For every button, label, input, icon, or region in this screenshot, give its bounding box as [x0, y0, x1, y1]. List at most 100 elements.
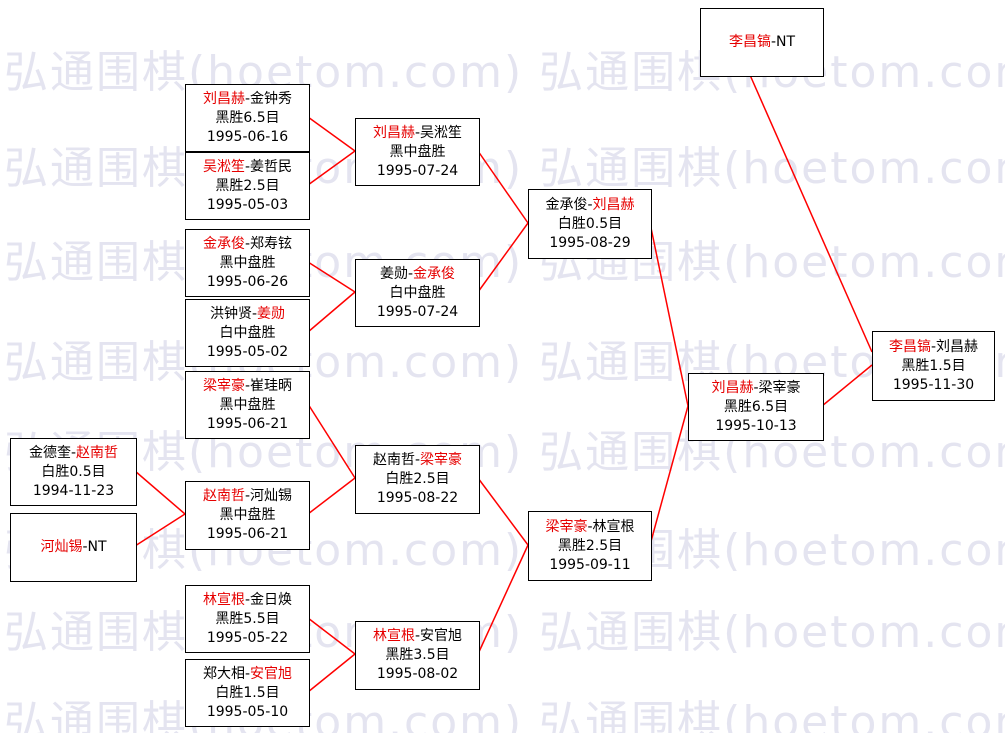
- opponent-name: -刘昌赫: [930, 338, 979, 355]
- connector-line: [307, 291, 356, 333]
- match-box-r2-liu-vs-wu[interactable]: 刘昌赫-吴淞笙 黑中盘胜 1995-07-24: [355, 118, 480, 186]
- opponent-name: -崔珪昞: [244, 377, 293, 394]
- connector-line: [134, 470, 186, 515]
- match-date: 1995-11-30: [892, 376, 975, 393]
- match-box-hongzhongxian-vs-jiangxun[interactable]: 洪钟贤-姜勋 白中盘胜 1995-05-02: [185, 299, 310, 367]
- match-box-zhaonanzhe-vs-hecanxi[interactable]: 赵南哲-河灿锡 黑中盘胜 1995-06-21: [185, 481, 310, 550]
- opponent-name: 赵南哲-: [372, 452, 421, 468]
- match-players: 林宣根-安官旭: [373, 627, 462, 646]
- connector-line: [307, 261, 356, 293]
- match-date: 1995-08-22: [376, 490, 459, 506]
- winner-name: 吴淞笙: [202, 158, 245, 175]
- watermark-text: 弘通围棋(hoetom.com) 弘通围棋(hoetom.com) 弘通围棋(h…: [4, 143, 1005, 194]
- opponent-name: 郑大相-: [202, 665, 251, 682]
- match-date: 1995-06-26: [206, 273, 289, 290]
- match-date: 1995-10-13: [715, 417, 797, 434]
- winner-name: 河灿锡: [40, 539, 83, 555]
- match-date: 1995-05-02: [206, 343, 289, 360]
- match-date: 1995-05-10: [206, 703, 289, 720]
- match-result: 黑胜6.5目: [723, 398, 789, 415]
- watermark-text: 弘通围棋(hoetom.com) 弘通围棋(hoetom.com) 弘通围棋(h…: [4, 697, 1005, 733]
- match-box-lee-changho-bye[interactable]: 李昌镐-NT: [700, 8, 824, 77]
- match-players: 洪钟贤-姜勋: [210, 305, 285, 324]
- opponent-name: -安官旭: [414, 628, 463, 644]
- watermark-text: 弘通围棋(hoetom.com) 弘通围棋(hoetom.com) 弘通围棋(h…: [4, 525, 1005, 576]
- match-box-r2-zhaonanzhe-vs-liangzaihao[interactable]: 赵南哲-梁宰豪 白胜2.5目 1995-08-22: [355, 445, 480, 514]
- match-box-sf-liu-vs-liangzaihao[interactable]: 刘昌赫-梁宰豪 黑胜6.5目 1995-10-13: [688, 373, 824, 441]
- match-result: 黑中盘胜: [219, 254, 276, 271]
- watermark-text: 弘通围棋(hoetom.com) 弘通围棋(hoetom.com) 弘通围棋(h…: [4, 237, 1005, 288]
- match-box-final-leechangho-vs-liu[interactable]: 李昌镐-刘昌赫 黑胜1.5目 1995-11-30: [872, 331, 995, 401]
- opponent-name: -吴淞笙: [414, 124, 463, 141]
- watermark-text: 弘通围棋(hoetom.com) 弘通围棋(hoetom.com) 弘通围棋(h…: [4, 337, 1005, 388]
- connector-line: [307, 617, 356, 655]
- opponent-name: -郑寿铉: [244, 235, 293, 252]
- connector-line: [307, 116, 356, 152]
- match-result: 白胜2.5目: [385, 471, 450, 487]
- opponent-name: -金日焕: [244, 591, 293, 608]
- winner-name: 金承俊: [413, 265, 456, 282]
- winner-name: 刘昌赫: [592, 196, 635, 213]
- opponent-name: -NT: [770, 34, 796, 50]
- match-box-r3-jinchengjun-vs-liu[interactable]: 金承俊-刘昌赫 白胜0.5目 1995-08-29: [528, 189, 652, 259]
- match-box-wu-vs-jiangzhemin[interactable]: 吴淞笙-姜哲民 黑胜2.5目 1995-05-03: [185, 152, 310, 220]
- connector-line: [749, 74, 873, 353]
- match-date: 1995-06-21: [206, 526, 289, 542]
- opponent-name: 金德奎-: [28, 444, 77, 461]
- match-players: 赵南哲-河灿锡: [203, 487, 292, 506]
- connector-line: [477, 544, 529, 655]
- connector-line: [307, 403, 356, 479]
- match-result: 黑中盘胜: [219, 507, 276, 523]
- match-date: 1995-07-24: [376, 303, 459, 320]
- match-players: 吴淞笙-姜哲民: [203, 158, 292, 177]
- match-result: 白胜0.5目: [41, 463, 106, 480]
- connector-line: [307, 653, 356, 693]
- match-box-zhengdaxiang-vs-anguanxu[interactable]: 郑大相-安官旭 白胜1.5目 1995-05-10: [185, 659, 310, 727]
- match-players: 河灿锡-NT: [40, 538, 106, 557]
- winner-name: 梁宰豪: [545, 518, 588, 535]
- match-result: 白中盘胜: [219, 324, 276, 341]
- winner-name: 姜勋: [257, 305, 286, 322]
- winner-name: 刘昌赫: [372, 124, 415, 141]
- match-result: 黑胜2.5目: [557, 537, 623, 554]
- match-date: 1995-06-16: [206, 128, 289, 145]
- match-players: 金德奎-赵南哲: [29, 444, 118, 463]
- match-result: 黑中盘胜: [389, 143, 446, 160]
- opponent-name: -金钟秀: [244, 90, 293, 107]
- match-box-linxuangen-vs-jinrihuan[interactable]: 林宣根-金日焕 黑胜5.5目 1995-05-22: [185, 585, 310, 653]
- match-box-liangzaihao-vs-cuiguibing[interactable]: 梁宰豪-崔珪昞 黑中盘胜 1995-06-21: [185, 371, 310, 439]
- connector-line: [821, 364, 873, 407]
- winner-name: 赵南哲: [76, 444, 119, 461]
- match-box-jinchengjun-vs-zhengshouxuan[interactable]: 金承俊-郑寿铉 黑中盘胜 1995-06-26: [185, 229, 310, 297]
- opponent-name: 洪钟贤-: [209, 305, 258, 322]
- winner-name: 赵南哲: [202, 488, 245, 504]
- match-date: 1995-09-11: [549, 556, 631, 573]
- watermark-text: 弘通围棋(hoetom.com) 弘通围棋(hoetom.com) 弘通围棋(h…: [4, 47, 1005, 98]
- connector-line: [477, 222, 529, 293]
- match-date: 1995-08-29: [549, 234, 631, 251]
- match-result: 黑胜5.5目: [215, 610, 280, 627]
- match-date: 1995-06-21: [206, 415, 289, 432]
- match-box-r3-liangzaihao-vs-linxuangen[interactable]: 梁宰豪-林宣根 黑胜2.5目 1995-09-11: [528, 511, 652, 581]
- match-box-jindekui-vs-zhaonanzhe[interactable]: 金德奎-赵南哲 白胜0.5目 1994-11-23: [10, 438, 137, 506]
- match-box-r2-jiangxun-vs-jinchengjun[interactable]: 姜勋-金承俊 白中盘胜 1995-07-24: [355, 259, 480, 327]
- connector-line: [649, 222, 689, 407]
- connector-line: [307, 150, 356, 186]
- match-players: 梁宰豪-崔珪昞: [203, 377, 292, 396]
- watermark-text: 弘通围棋(hoetom.com) 弘通围棋(hoetom.com) 弘通围棋(h…: [4, 427, 1005, 478]
- winner-name: 李昌镐: [728, 34, 771, 50]
- match-date: 1995-07-24: [376, 162, 459, 179]
- opponent-name: 姜勋-: [379, 265, 414, 282]
- winner-name: 刘昌赫: [202, 90, 245, 107]
- match-players: 郑大相-安官旭: [203, 665, 292, 684]
- connector-line: [649, 405, 689, 546]
- winner-name: 梁宰豪: [420, 452, 463, 468]
- opponent-name: 金承俊-: [545, 196, 593, 213]
- match-box-liu-vs-jinzhongxiu[interactable]: 刘昌赫-金钟秀 黑胜6.5目 1995-06-16: [185, 84, 310, 152]
- match-box-hecanxi-bye[interactable]: 河灿锡-NT: [10, 513, 137, 582]
- winner-name: 金承俊: [202, 235, 245, 252]
- connector-line: [477, 477, 529, 546]
- match-box-r2-linxuangen-vs-anguanxu[interactable]: 林宣根-安官旭 黑胜3.5目 1995-08-02: [355, 621, 480, 690]
- match-result: 黑胜1.5目: [901, 357, 966, 374]
